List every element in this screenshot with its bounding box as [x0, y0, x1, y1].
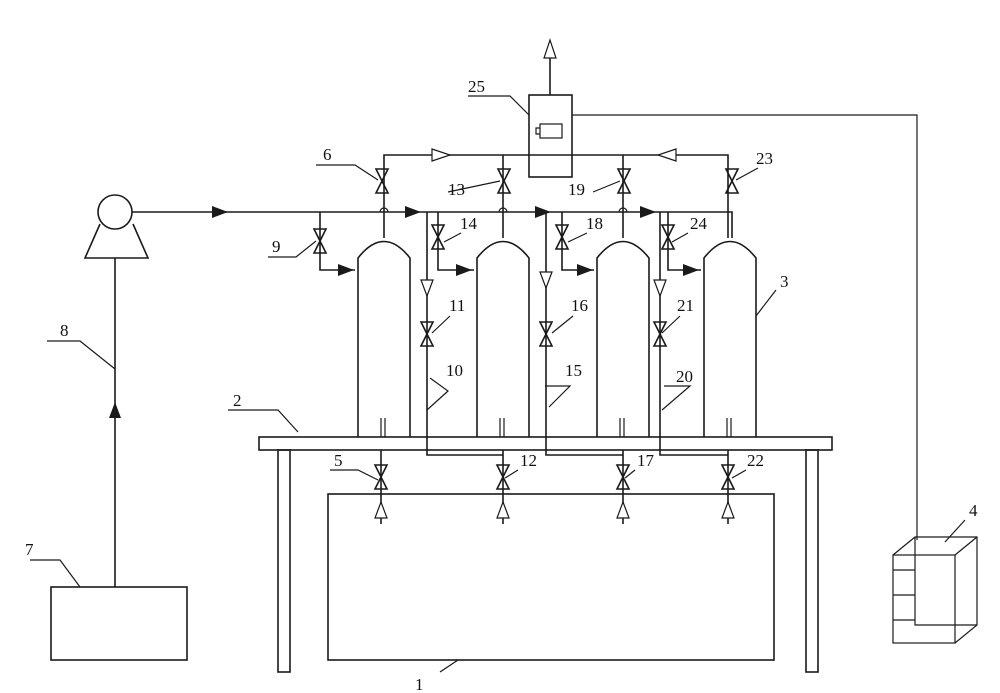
tank [327, 493, 775, 661]
labels: 1 2 3 4 5 6 7 8 9 10 11 12 13 14 15 16 1… [25, 77, 978, 693]
table [258, 436, 833, 673]
label-valve-bottom-1: 5 [334, 451, 343, 470]
label-column: 3 [780, 272, 789, 291]
label-pipe-1: 10 [446, 361, 463, 380]
column-2 [476, 240, 530, 437]
label-controller: 4 [969, 501, 978, 520]
label-valve-inlet-4: 24 [690, 214, 708, 233]
valve-icon [616, 168, 632, 194]
valve-icon [495, 464, 511, 490]
valve-icon [660, 224, 676, 250]
label-pump-supply: 7 [25, 540, 34, 559]
label-valve-bottom-4: 22 [747, 451, 764, 470]
valve-icon [373, 464, 389, 490]
label-valve-inlet-2: 14 [460, 214, 478, 233]
label-valve-inlet-1: 9 [272, 237, 281, 256]
valve-icon [652, 321, 668, 347]
column-4 [703, 240, 757, 437]
cabinet-icon [892, 536, 978, 644]
label-pipe-3: 20 [676, 367, 693, 386]
columns [357, 240, 757, 437]
label-valve-inlet-3: 18 [586, 214, 603, 233]
valve-icon [496, 168, 512, 194]
column-1 [357, 240, 411, 437]
label-table: 2 [233, 391, 242, 410]
valve-icon [374, 168, 390, 194]
label-valve-bottom-3: 17 [637, 451, 655, 470]
label-detector: 25 [468, 77, 485, 96]
label-valve-pipe-2: 16 [571, 296, 588, 315]
valve-icon [538, 321, 554, 347]
signal-line [572, 114, 918, 540]
valve-icon [419, 321, 435, 347]
valve-icon [554, 224, 570, 250]
label-valve-top-2: 13 [448, 180, 465, 199]
pump-icon[interactable] [83, 194, 150, 259]
valve-icon [615, 464, 631, 490]
label-feed-line: 8 [60, 321, 69, 340]
label-valve-pipe-1: 11 [449, 296, 465, 315]
valve-icon [724, 168, 740, 194]
valve-icon [312, 228, 328, 254]
supply-box [50, 586, 188, 661]
label-valve-top-1: 6 [323, 145, 332, 164]
label-pipe-2: 15 [565, 361, 582, 380]
label-valve-top-3: 19 [568, 180, 585, 199]
label-valve-bottom-2: 12 [520, 451, 537, 470]
valve-icon [430, 224, 446, 250]
column-3 [596, 240, 650, 437]
leader-lines [30, 95, 966, 673]
label-valve-top-4: 23 [756, 149, 773, 168]
label-tank: 1 [415, 675, 424, 693]
detector-icon [528, 94, 573, 178]
valve-icon [720, 464, 736, 490]
label-valve-pipe-3: 21 [677, 296, 694, 315]
